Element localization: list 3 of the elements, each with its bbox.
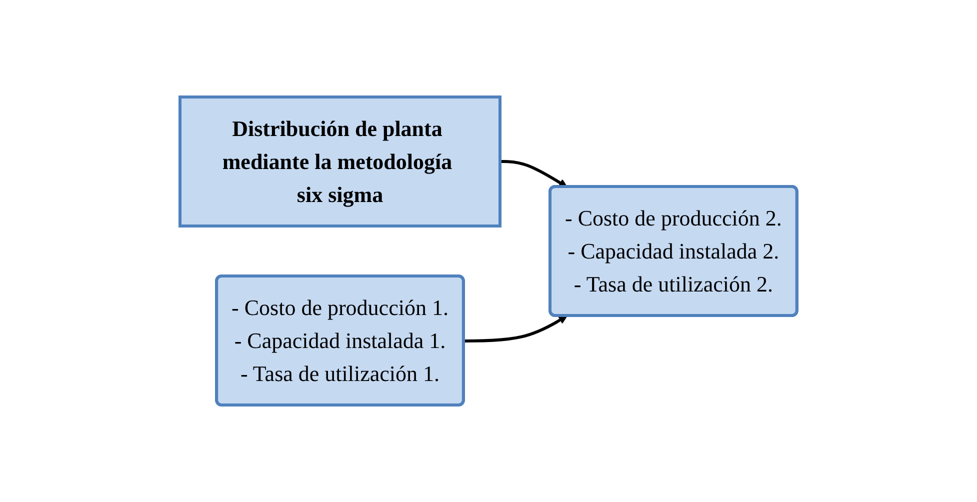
arrow — [464, 316, 568, 342]
arrow — [500, 160, 568, 188]
node-box: Distribución de planta mediante la metodología six sigma — [178, 96, 502, 228]
